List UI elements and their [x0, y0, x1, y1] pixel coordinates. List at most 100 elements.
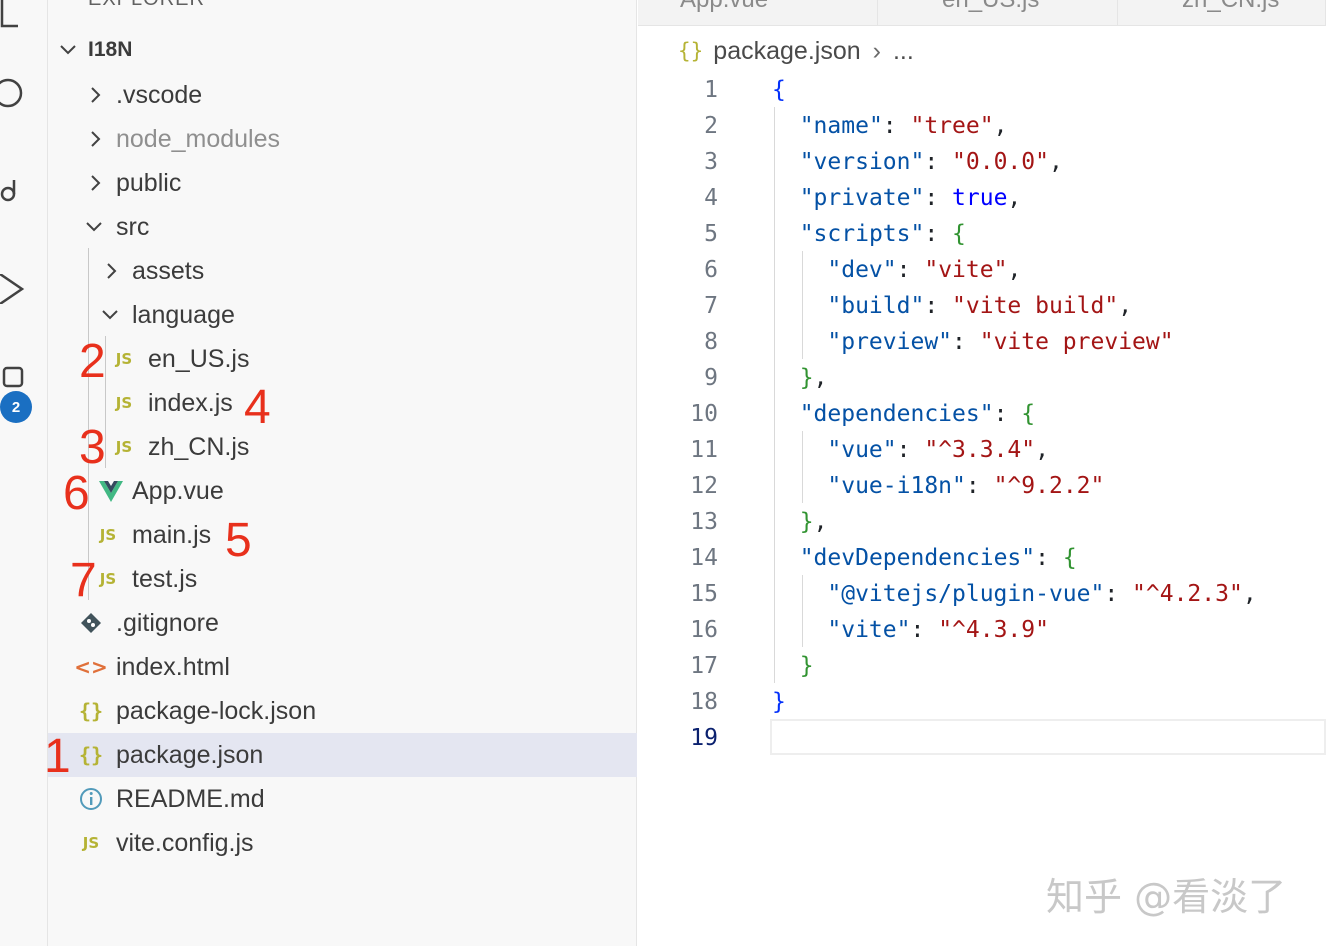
git-file-icon	[81, 613, 101, 633]
code-text: "scripts": {	[799, 221, 966, 247]
code-line: 13 },	[638, 504, 1326, 540]
line-number: 2	[704, 113, 718, 139]
editor-tabs: App.vue en_US.js zh_CN.js	[638, 0, 1326, 26]
code-line: 2 "name": "tree",	[638, 108, 1326, 144]
tree-item-label: assets	[132, 256, 205, 285]
line-number: 12	[690, 473, 718, 499]
code-line: 19	[638, 720, 1326, 756]
current-line-highlight	[770, 719, 1326, 755]
code-line: 16 "vite": "^4.3.9"	[638, 612, 1326, 648]
tab-app-vue[interactable]: App.vue	[638, 0, 878, 26]
tree-item-main-js[interactable]: JS main.js	[48, 513, 637, 557]
chevron-down-icon	[60, 45, 76, 55]
annotation-number: 5	[225, 514, 252, 567]
indent-guide	[802, 575, 803, 647]
tree-item-zh-cn-js[interactable]: JS zh_CN.js	[48, 425, 637, 469]
code-text: },	[799, 509, 828, 535]
tree-item-label: .vscode	[116, 80, 203, 109]
line-number: 14	[690, 545, 718, 571]
tree-item-label: index.html	[116, 652, 230, 681]
vue-file-icon	[99, 481, 123, 502]
js-file-icon: JS	[99, 570, 117, 588]
line-number: 13	[690, 509, 718, 535]
html-file-icon: <>	[74, 655, 108, 679]
tree-item-label: App.vue	[132, 476, 224, 505]
js-file-icon: JS	[99, 526, 117, 544]
tree-item-test-js[interactable]: JS test.js	[48, 557, 637, 601]
tree-item-src[interactable]: src	[48, 205, 637, 249]
tree-item-vite-config-js[interactable]: JS vite.config.js	[48, 821, 637, 865]
indent-guide	[88, 248, 89, 600]
code-text: },	[799, 365, 828, 391]
explorer-title: EXPLORER	[88, 0, 205, 11]
indent-guide	[105, 336, 106, 468]
line-number: 15	[690, 581, 718, 607]
annotation-number: 1	[44, 730, 71, 783]
code-line: 6 "dev": "vite",	[638, 252, 1326, 288]
tree-item-package-lock-json[interactable]: {} package-lock.json	[48, 689, 637, 733]
code-line: 12 "vue-i18n": "^9.2.2"	[638, 468, 1326, 504]
line-number: 19	[690, 725, 718, 751]
tree-item-assets[interactable]: assets	[48, 249, 637, 293]
code-text: }	[799, 653, 814, 679]
tree-item-language[interactable]: language	[48, 293, 637, 337]
code-text: {	[772, 77, 786, 103]
tree-item-label: README.md	[116, 784, 265, 813]
tree-root-i18n[interactable]: I18N	[48, 28, 637, 72]
tree-item-gitignore[interactable]: .gitignore	[48, 601, 637, 645]
extensions-icon[interactable]	[0, 362, 26, 392]
line-number: 3	[704, 149, 718, 175]
chevron-right-icon	[91, 175, 101, 191]
tree-item-en-us-js[interactable]: JS en_US.js	[48, 337, 637, 381]
editor-panel: App.vue en_US.js zh_CN.js {} package.jso…	[638, 0, 1326, 946]
breadcrumb[interactable]: {} package.json › ...	[678, 34, 914, 68]
code-line: 11 "vue": "^3.3.4",	[638, 432, 1326, 468]
code-line: 18}	[638, 684, 1326, 720]
breadcrumb-file[interactable]: package.json	[713, 36, 861, 65]
tree-item-public[interactable]: public	[48, 161, 637, 205]
code-text: "vue-i18n": "^9.2.2"	[827, 473, 1105, 499]
tree-item-index-js[interactable]: JS index.js	[48, 381, 637, 425]
code-text: "@vitejs/plugin-vue": "^4.2.3",	[827, 581, 1257, 607]
tree-item-label: zh_CN.js	[148, 432, 250, 461]
chevron-right-icon	[107, 263, 117, 279]
tree-item-label: test.js	[132, 564, 198, 593]
chevron-down-icon	[102, 310, 118, 320]
line-number: 18	[690, 689, 718, 715]
indent-guide	[802, 431, 803, 503]
tree-item-vscode[interactable]: .vscode	[48, 73, 637, 117]
tab-en-us[interactable]: en_US.js	[878, 0, 1118, 26]
chevron-right-icon	[91, 131, 101, 147]
chevron-down-icon	[86, 222, 102, 232]
json-file-icon: {}	[678, 39, 704, 63]
tree-item-node-modules[interactable]: node_modules	[48, 117, 637, 161]
tab-zh-cn[interactable]: zh_CN.js	[1118, 0, 1326, 26]
tree-item-readme[interactable]: README.md	[48, 777, 637, 821]
source-control-icon[interactable]	[0, 176, 26, 206]
chevron-right-icon	[91, 87, 101, 103]
breadcrumb-more[interactable]: ...	[892, 36, 914, 65]
run-debug-icon[interactable]	[0, 274, 26, 304]
code-line: 10 "dependencies": {	[638, 396, 1326, 432]
tree-item-label: public	[116, 168, 182, 197]
code-line: 14 "devDependencies": {	[638, 540, 1326, 576]
code-text: "preview": "vite preview"	[827, 329, 1174, 355]
activity-bar: 2	[0, 0, 48, 946]
line-number: 4	[704, 185, 718, 211]
search-icon[interactable]	[0, 78, 26, 108]
line-number: 7	[704, 293, 718, 319]
code-text: "build": "vite build",	[827, 293, 1133, 319]
line-number: 5	[704, 221, 718, 247]
tree-item-index-html[interactable]: <> index.html	[48, 645, 637, 689]
tree-item-label: language	[132, 300, 235, 329]
tree-item-app-vue[interactable]: App.vue	[48, 469, 637, 513]
line-number: 9	[704, 365, 718, 391]
line-number: 16	[690, 617, 718, 643]
tree-item-label: src	[116, 212, 150, 241]
code-line: 15 "@vitejs/plugin-vue": "^4.2.3",	[638, 576, 1326, 612]
line-number: 8	[704, 329, 718, 355]
json-file-icon: {}	[78, 743, 104, 767]
explorer-icon[interactable]	[0, 0, 26, 30]
code-text: "vue": "^3.3.4",	[827, 437, 1049, 463]
tree-item-package-json[interactable]: {} package.json	[48, 733, 637, 777]
